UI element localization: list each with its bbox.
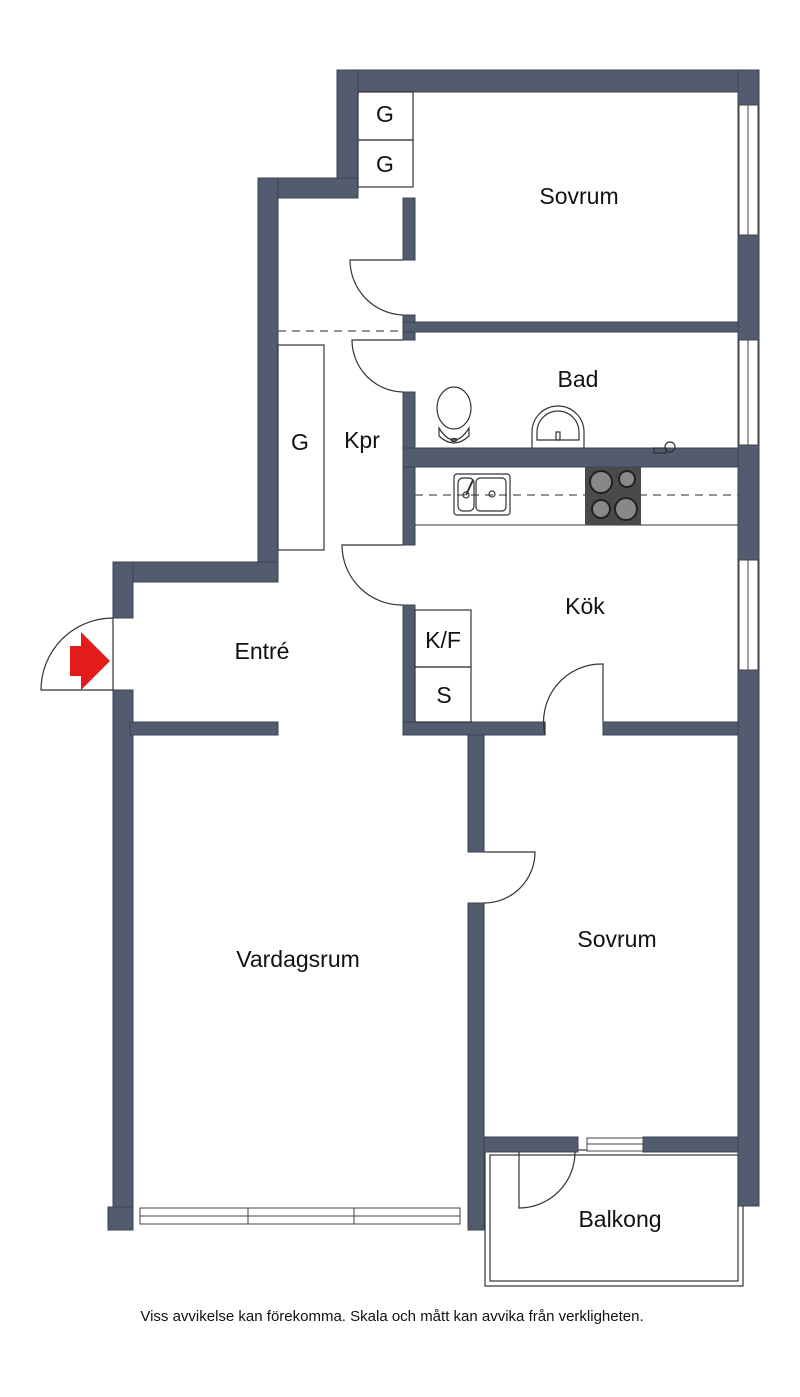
washbasin-icon: [531, 405, 585, 448]
room-label-sovrum-top: Sovrum: [539, 183, 618, 209]
entrance-door[interactable]: [40, 617, 114, 691]
room-label-sovrum-bottom: Sovrum: [577, 926, 656, 952]
storage-label: S: [436, 682, 451, 708]
room-label-balkong: Balkong: [578, 1206, 661, 1232]
closet-label: G: [376, 151, 394, 177]
entrance-arrow-icon: [70, 632, 110, 690]
disclaimer-note: Viss avvikelse kan förekomma. Skala och …: [140, 1308, 644, 1325]
faucet-icon: [653, 441, 676, 454]
windows: [139, 104, 759, 1225]
room-label-bad: Bad: [558, 366, 599, 392]
sink-icon: [453, 473, 511, 516]
fridge-label: K/F: [425, 627, 461, 653]
kitchen-counter: [415, 467, 738, 526]
room-label-entre: Entré: [235, 638, 290, 664]
closet-label: G: [376, 101, 394, 127]
closets: [277, 91, 472, 723]
toilet-icon: [436, 386, 472, 444]
room-labels: Sovrum Bad Kpr Kök Entré Vardagsrum Sovr…: [235, 101, 662, 1232]
room-label-vardagsrum: Vardagsrum: [236, 946, 360, 972]
stove-icon: [585, 467, 641, 525]
room-label-kpr: Kpr: [344, 427, 380, 453]
room-label-kok: Kök: [565, 593, 605, 619]
doors: [40, 259, 604, 1209]
closet-label: G: [291, 429, 309, 455]
